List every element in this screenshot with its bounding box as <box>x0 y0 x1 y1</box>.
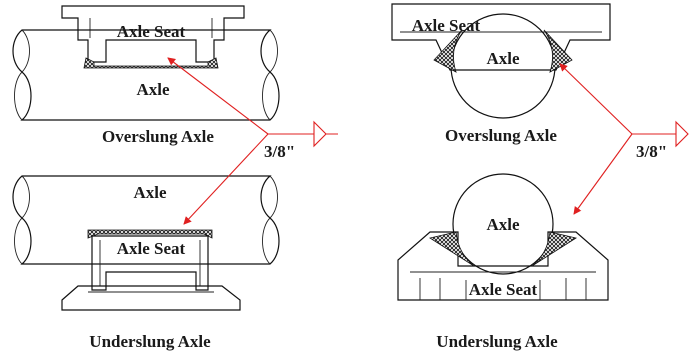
left-underslung-view: Axle Axle Seat Underslung Axle <box>12 175 280 351</box>
left-underslung-axle-end-left <box>14 175 30 265</box>
right-overslung-weld-right <box>543 29 573 73</box>
right-underslung-seat-ribs <box>419 278 587 300</box>
right-callout-arrow-down <box>573 133 633 215</box>
right-underslung-seat-label: Axle Seat <box>469 280 538 299</box>
left-overslung-seat-label: Axle Seat <box>117 22 186 41</box>
left-underslung-weld <box>87 229 213 239</box>
right-callout-tail <box>675 120 689 148</box>
left-underslung-axle-label: Axle <box>133 183 167 202</box>
left-callout-arrow-down <box>183 133 269 225</box>
left-overslung-axle-end-left <box>14 29 30 121</box>
left-underslung-seat-bracket <box>91 235 209 291</box>
left-overslung-weld <box>83 57 219 69</box>
left-overslung-axle-end-right <box>262 29 278 121</box>
left-overslung-seat-bracket <box>61 5 245 63</box>
left-overslung-axle-label: Axle <box>136 80 170 99</box>
left-overslung-view: Axle Seat Axle Overslung Axle <box>12 5 280 146</box>
right-overslung-caption: Overslung Axle <box>445 126 557 145</box>
right-overslung-view: Axle Seat Axle Overslung Axle <box>391 3 611 145</box>
right-weld-callout: 3/8" <box>559 63 689 215</box>
right-underslung-seat-block <box>397 231 609 301</box>
right-overslung-weld-left <box>433 29 463 73</box>
right-weld-size-label: 3/8" <box>636 142 667 161</box>
right-underslung-view: Axle Axle Seat Underslung Axle <box>397 173 609 351</box>
right-callout-arrow-up <box>559 63 633 135</box>
right-underslung-weld-right <box>531 231 578 267</box>
right-underslung-axle-label: Axle <box>486 215 520 234</box>
left-underslung-seat-label: Axle Seat <box>117 239 186 258</box>
left-weld-callout: 3/8" <box>167 57 338 225</box>
right-overslung-axle-label: Axle <box>486 49 520 68</box>
left-weld-size-label: 3/8" <box>264 142 295 161</box>
left-callout-tail <box>313 120 338 148</box>
left-underslung-caption: Underslung Axle <box>89 332 211 351</box>
right-underslung-weld-left <box>428 231 475 267</box>
left-underslung-axle-end-right <box>262 175 278 265</box>
right-overslung-seat-block <box>391 3 611 71</box>
right-overslung-seat-label: Axle Seat <box>412 16 481 35</box>
left-overslung-axle-tube <box>12 29 280 121</box>
left-callout-arrow-up <box>167 57 269 135</box>
left-overslung-caption: Overslung Axle <box>102 127 214 146</box>
right-underslung-axle-circle <box>452 173 554 275</box>
left-underslung-base-plate <box>61 285 241 311</box>
right-underslung-caption: Underslung Axle <box>436 332 558 351</box>
